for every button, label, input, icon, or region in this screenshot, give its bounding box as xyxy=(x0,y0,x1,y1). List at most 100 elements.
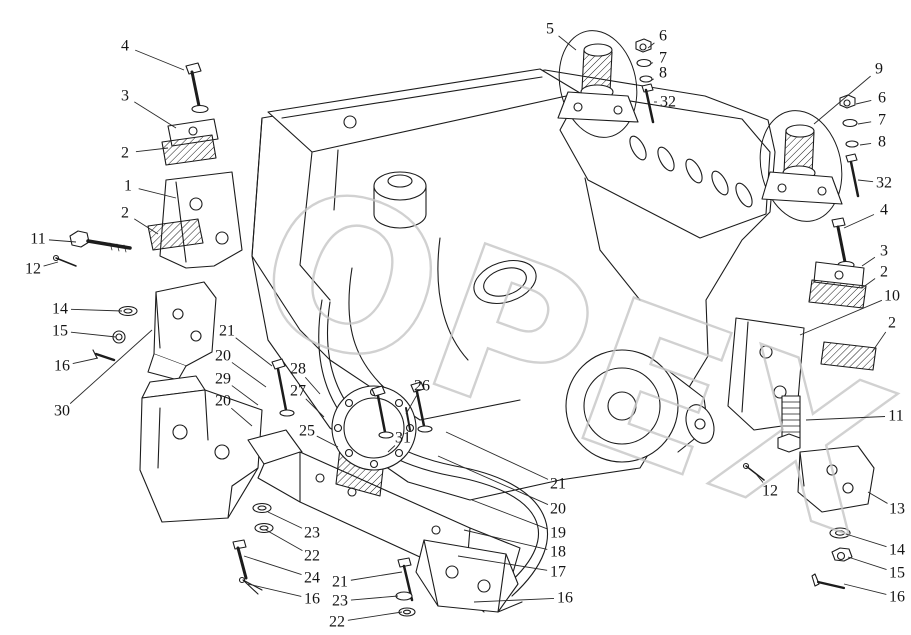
callout-label: 27 xyxy=(290,383,306,400)
rear-mount-bolt xyxy=(831,217,855,270)
leader-line xyxy=(855,100,872,105)
callout-15: 15 xyxy=(52,323,117,340)
leader-line xyxy=(859,143,872,146)
leader-line xyxy=(861,256,876,267)
callout-18: 18 xyxy=(463,529,566,561)
leader-line xyxy=(651,78,654,81)
engine-mount-top xyxy=(557,30,639,138)
callout-22: 22 xyxy=(265,529,320,565)
leader-line xyxy=(558,35,577,51)
callout-label: 11 xyxy=(888,408,903,425)
callout-4: 4 xyxy=(843,202,888,229)
stud-bolt-a xyxy=(271,358,295,417)
leader-line xyxy=(243,555,302,576)
callout-2: 2 xyxy=(861,264,888,289)
leader-line xyxy=(437,455,549,505)
washer-bottom-b xyxy=(254,522,274,534)
leader-line xyxy=(231,407,253,427)
washer-top-a xyxy=(636,58,652,68)
callout-label: 14 xyxy=(889,542,905,559)
washer-top-b xyxy=(639,75,653,83)
callout-label: 22 xyxy=(304,548,320,565)
washer-bottom-c xyxy=(395,591,413,601)
callout-8: 8 xyxy=(859,134,886,151)
leader-line xyxy=(69,329,153,404)
callout-13: 13 xyxy=(867,491,905,518)
callout-label: 12 xyxy=(762,483,778,500)
callout-label: 14 xyxy=(52,301,68,318)
callout-14: 14 xyxy=(845,533,905,559)
callout-22: 22 xyxy=(329,611,403,631)
callout-label: 16 xyxy=(557,590,573,607)
callout-29: 29 xyxy=(215,371,259,406)
leader-line xyxy=(267,511,303,529)
callout-16: 16 xyxy=(54,357,99,375)
nut-right-lower xyxy=(831,547,853,562)
callout-3: 3 xyxy=(861,243,888,267)
callout-label: 12 xyxy=(25,261,41,278)
callout-4: 4 xyxy=(121,38,185,71)
leader-line xyxy=(305,398,325,418)
leader-line xyxy=(649,62,654,65)
callout-20: 20 xyxy=(215,348,267,388)
nut-right xyxy=(839,94,856,109)
compressor-cylinder xyxy=(473,260,537,304)
leader-line xyxy=(471,499,548,530)
callout-10: 10 xyxy=(799,288,900,336)
stud-top xyxy=(641,83,655,124)
leader-line xyxy=(235,337,273,367)
callout-label: 13 xyxy=(889,501,905,518)
callout-label: 26 xyxy=(414,378,430,395)
callout-label: 5 xyxy=(546,21,554,38)
leader-line xyxy=(316,435,339,448)
callout-12: 12 xyxy=(25,261,59,278)
screw-left xyxy=(92,349,116,362)
bolt-bottom-left xyxy=(232,539,248,580)
leader-line xyxy=(48,239,77,243)
callout-label: 32 xyxy=(660,94,676,111)
callout-label: 20 xyxy=(550,501,566,518)
callout-label: 31 xyxy=(395,430,411,447)
leader-line xyxy=(72,357,99,365)
leader-line xyxy=(304,376,321,395)
leader-line xyxy=(231,385,259,406)
callout-label: 28 xyxy=(290,361,306,378)
mount-cushion-lower-left xyxy=(147,218,204,251)
callout-label: 16 xyxy=(304,591,320,608)
side-bolt-left xyxy=(69,230,132,253)
callout-32: 32 xyxy=(654,94,676,111)
bolt-bottom-center xyxy=(397,557,414,602)
callout-label: 23 xyxy=(332,593,348,610)
leader-line xyxy=(135,147,169,153)
callout-label: 16 xyxy=(889,589,905,606)
callout-label: 10 xyxy=(884,288,900,305)
callout-label: 16 xyxy=(54,358,70,375)
washer-bottom-a xyxy=(252,502,272,514)
callout-label: 17 xyxy=(550,564,566,581)
mount-cushion-upper-left xyxy=(161,134,217,166)
leader-line xyxy=(805,416,886,421)
leader-line xyxy=(350,571,403,581)
manifold-right xyxy=(559,92,771,239)
callout-label: 19 xyxy=(550,525,566,542)
callout-label: 9 xyxy=(875,61,883,78)
screw-right-lower xyxy=(811,573,846,590)
washer-bottom-d xyxy=(398,607,416,617)
callout-label: 32 xyxy=(876,175,892,192)
callout-label: 2 xyxy=(880,264,888,281)
cotter-pin-bottom-left xyxy=(238,576,263,595)
callout-17: 17 xyxy=(457,555,566,581)
leader-line xyxy=(134,218,159,235)
callout-label: 20 xyxy=(215,348,231,365)
washer-right-lower xyxy=(829,527,851,539)
cotter-pin-right xyxy=(742,462,765,481)
callout-label: 18 xyxy=(550,544,566,561)
callout-2: 2 xyxy=(121,205,159,235)
callout-label: 2 xyxy=(888,315,896,332)
callout-23: 23 xyxy=(267,511,320,542)
ring-flange xyxy=(331,385,417,471)
callout-24: 24 xyxy=(243,555,320,587)
detail-circle-9 xyxy=(759,110,843,222)
leader-line xyxy=(405,395,417,415)
